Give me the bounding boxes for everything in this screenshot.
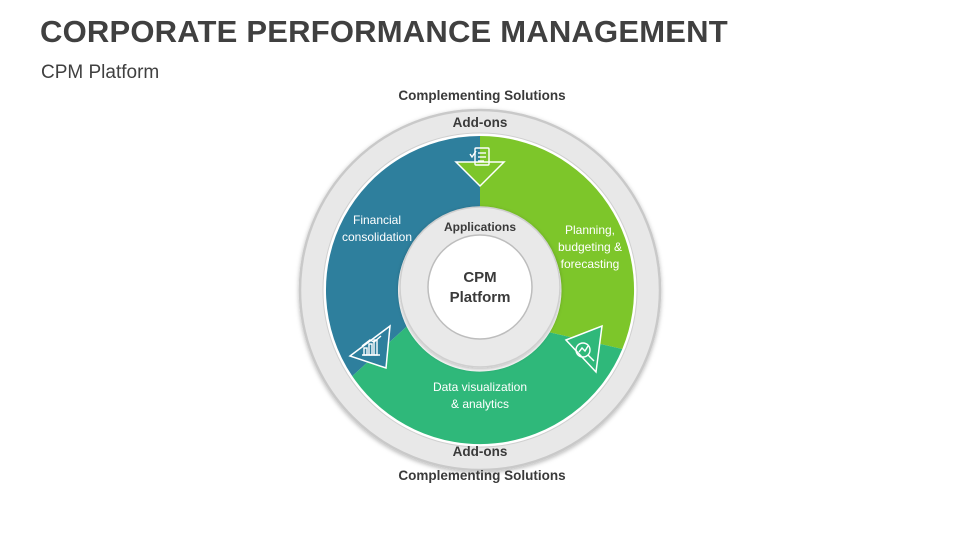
checklist-document-icon [469, 147, 490, 166]
financial-label-line1: Financial [353, 213, 401, 227]
magnifier-chart-icon [575, 342, 595, 362]
arrow-head-top [454, 161, 506, 188]
center-circle [427, 234, 533, 340]
planning-label-line1: Planning, [565, 223, 615, 237]
add-ons-label-bottom: Add-ons [453, 444, 508, 459]
planning-label-line3: forecasting [561, 257, 620, 271]
bar-chart-growth-icon [361, 335, 382, 356]
add-ons-label-top: Add-ons [453, 115, 508, 130]
complementing-solutions-bottom: Complementing Solutions [398, 468, 566, 483]
complementing-solutions-top: Complementing Solutions [398, 88, 566, 103]
center-label-line2: Platform [450, 289, 511, 306]
applications-label: Applications [444, 220, 516, 234]
page-subtitle: CPM Platform [41, 62, 160, 83]
page-title: CORPORATE PERFORMANCE MANAGEMENT [40, 14, 728, 49]
segment-planning [480, 136, 635, 349]
visualization-label-line2: & analytics [451, 397, 509, 411]
planning-label-line2: budgeting & [558, 240, 622, 254]
center-label-line1: CPM [463, 269, 496, 286]
visualization-label-line1: Data visualization [433, 380, 527, 394]
financial-label-line2: consolidation [342, 230, 412, 244]
segment-visualization [352, 326, 623, 445]
segment-financial [325, 136, 480, 377]
